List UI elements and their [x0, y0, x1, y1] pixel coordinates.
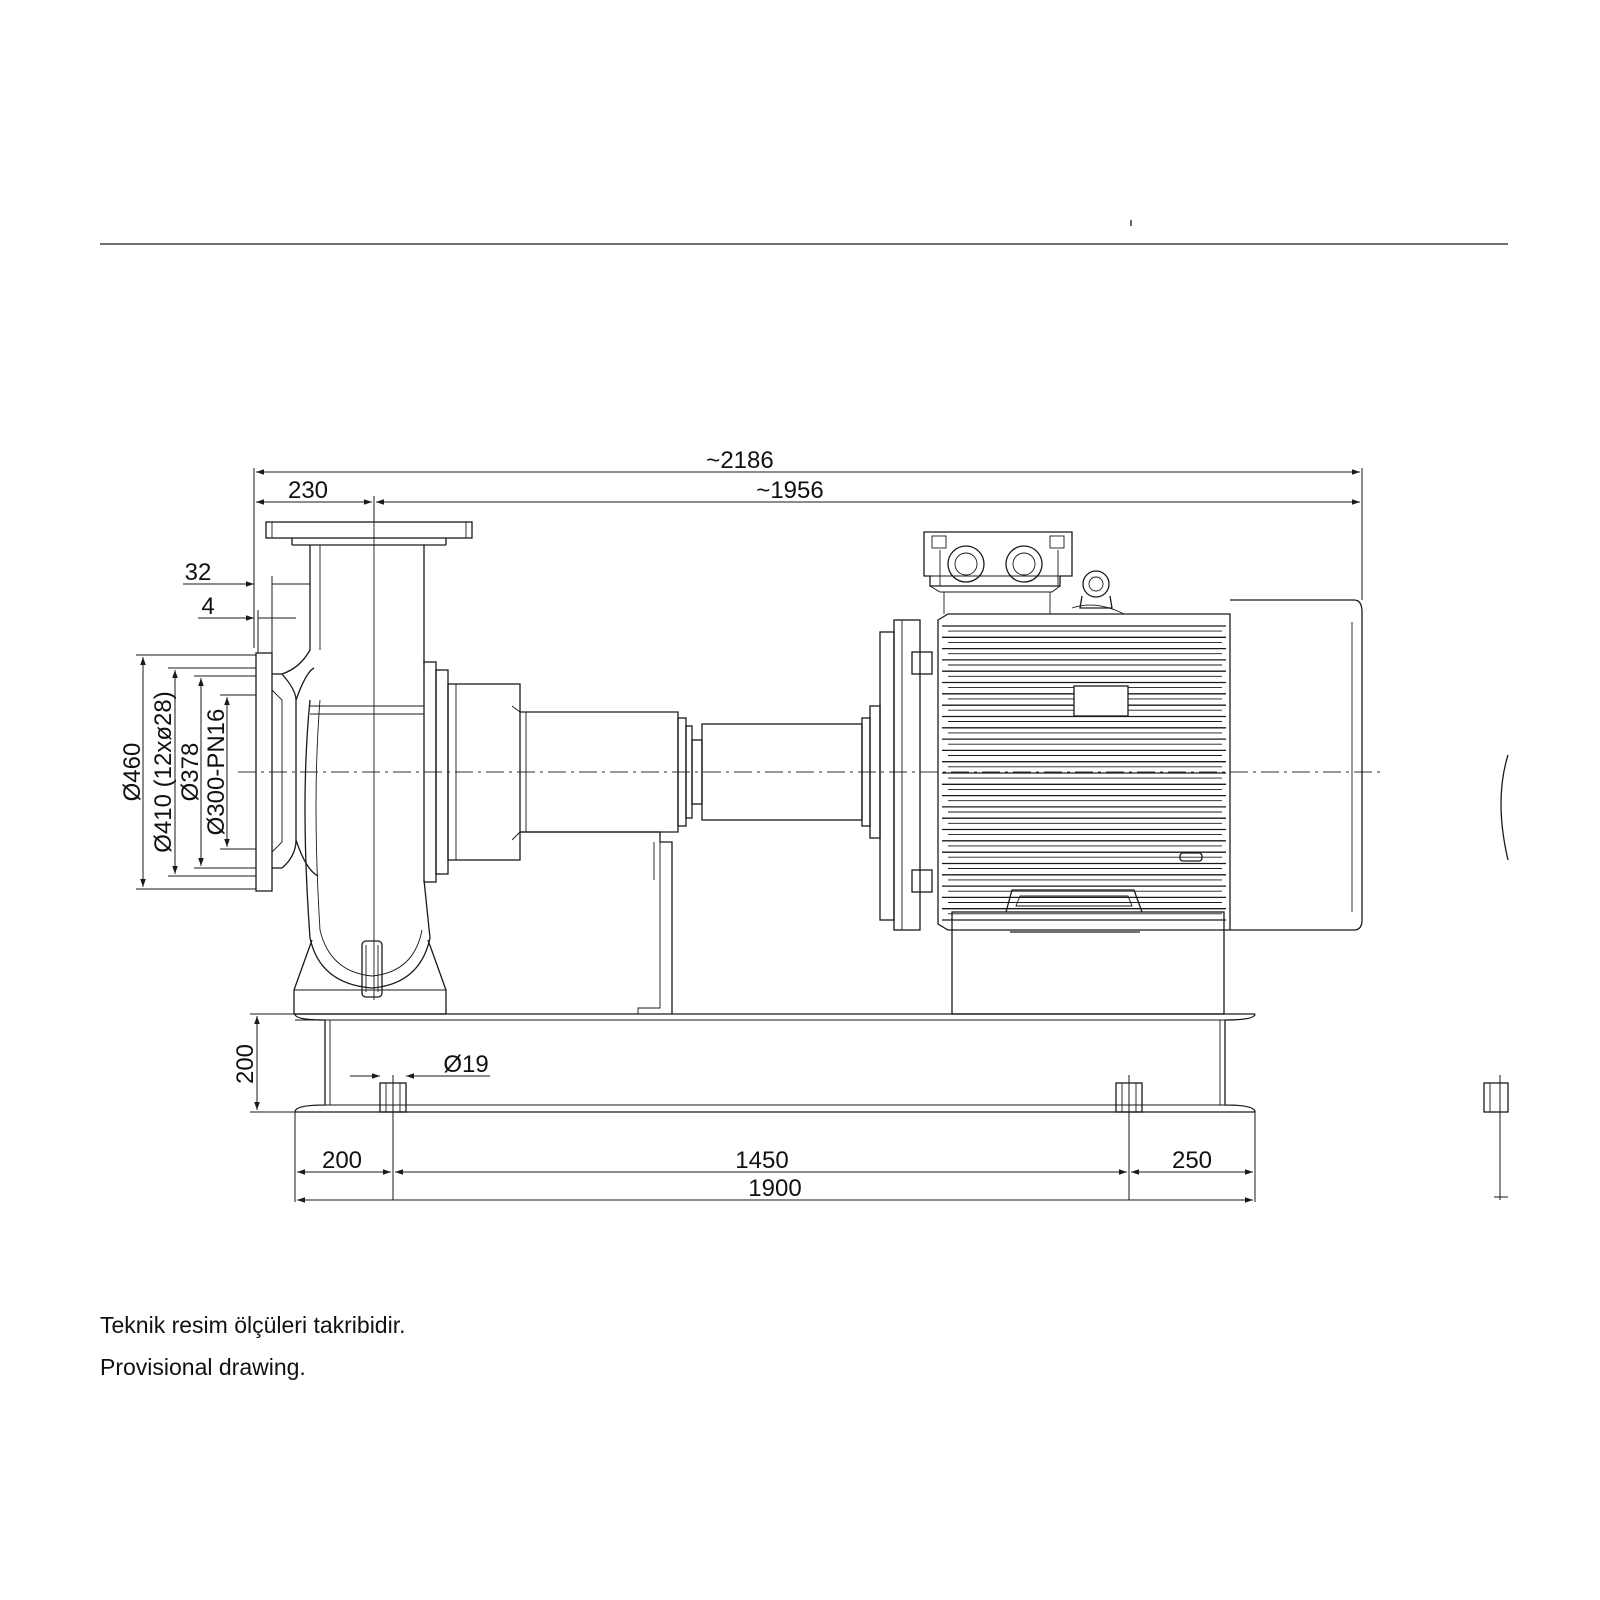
coupling: [701, 705, 881, 839]
electric-motor: [879, 531, 1363, 1015]
dim-raised-face: 4: [201, 593, 214, 620]
pump-casing: [255, 521, 703, 1015]
dim-flange-od: Ø460: [119, 743, 146, 802]
dimension-lines: [136, 468, 1363, 1203]
end-view-fragment: [1483, 754, 1509, 1200]
note-english: Provisional drawing.: [100, 1354, 306, 1380]
dim-discharge-offset: 230: [288, 477, 328, 504]
dim-bolt-circle: Ø410 (12xø28): [150, 691, 177, 852]
dim-base-length: 1900: [748, 1175, 801, 1202]
base-frame: [294, 1013, 1256, 1200]
dim-nominal-bore: Ø300-PN16: [203, 709, 230, 836]
dim-base-left-offset: 200: [322, 1147, 362, 1174]
dim-overall-length: ~2186: [706, 447, 773, 474]
dim-flange-thickness: 32: [185, 559, 212, 586]
dim-shaft-to-end: ~1956: [756, 477, 823, 504]
dim-anchor-spacing: 1450: [735, 1147, 788, 1174]
dim-base-height: 200: [232, 1044, 259, 1084]
cooling-fins: [942, 625, 1226, 921]
note-turkish: Teknik resim ölçüleri takribidir.: [100, 1312, 406, 1338]
dim-base-right-offset: 250: [1172, 1147, 1212, 1174]
dim-anchor-hole: Ø19: [443, 1051, 488, 1078]
dim-raised-face-dia: Ø378: [177, 743, 204, 802]
